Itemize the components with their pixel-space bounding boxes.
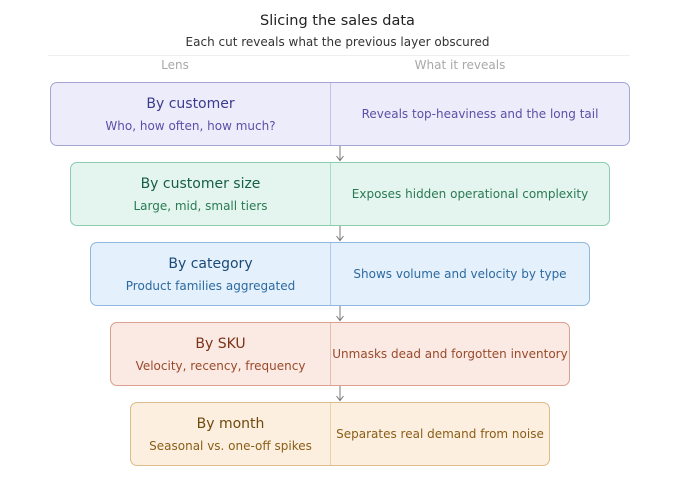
lens-cell: By month Seasonal vs. one-off spikes [131,403,331,465]
layer-by-category: By category Product families aggregated … [90,242,590,306]
header-divider [48,55,630,56]
lens-subtitle: Velocity, recency, frequency [135,359,306,373]
layer-by-customer: By customer Who, how often, how much? Re… [50,82,630,146]
arrow-down-icon [336,386,344,402]
lens-subtitle: Seasonal vs. one-off spikes [149,439,312,453]
arrow-down-icon [336,226,344,242]
arrow-down-icon [336,306,344,322]
lens-title: By customer size [140,176,261,192]
column-header-reveals: What it reveals [414,58,506,72]
reveal-text: Shows volume and velocity by type [353,267,567,281]
lens-subtitle: Large, mid, small tiers [133,199,268,213]
diagram-subtitle: Each cut reveals what the previous layer… [185,35,490,49]
lens-title: By SKU [195,336,246,352]
diagram-title: Slicing the sales data [260,13,415,29]
lens-cell: By customer Who, how often, how much? [51,83,331,145]
lens-subtitle: Who, how often, how much? [105,119,276,133]
reveal-text: Separates real demand from noise [336,427,544,441]
arrow-down-icon [336,146,344,162]
reveal-text: Exposes hidden operational complexity [351,187,589,201]
reveal-text: Unmasks dead and forgotten inventory [332,347,568,361]
lens-cell: By SKU Velocity, recency, frequency [111,323,331,385]
layer-by-month: By month Seasonal vs. one-off spikes Sep… [130,402,550,466]
column-header-lens: Lens [161,58,189,72]
lens-cell: By customer size Large, mid, small tiers [71,163,331,225]
layer-by-sku: By SKU Velocity, recency, frequency Unma… [110,322,570,386]
lens-title: By category [168,256,253,272]
lens-title: By month [196,416,265,432]
lens-subtitle: Product families aggregated [125,279,296,293]
layer-by-customer-size: By customer size Large, mid, small tiers… [70,162,610,226]
lens-title: By customer [146,96,235,112]
lens-cell: By category Product families aggregated [91,243,331,305]
reveal-text: Reveals top-heaviness and the long tail [361,107,599,121]
